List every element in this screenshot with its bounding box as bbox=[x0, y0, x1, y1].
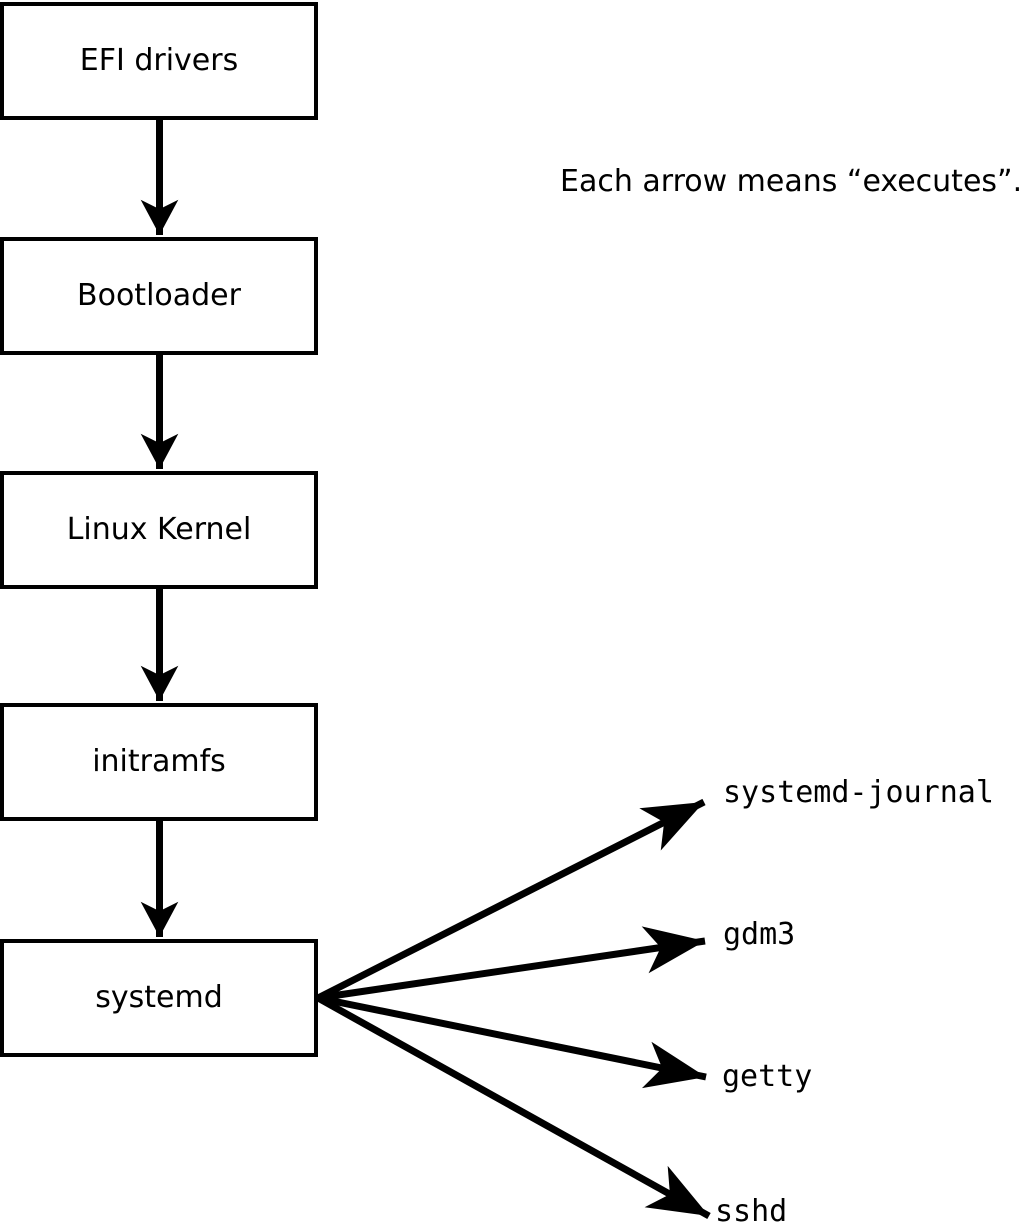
label-systemd-journal: systemd-journal bbox=[723, 775, 994, 810]
node-linux-kernel: Linux Kernel bbox=[0, 471, 318, 589]
annotation-arrow-meaning: Each arrow means “executes”. bbox=[560, 164, 1023, 199]
node-bootloader: Bootloader bbox=[0, 237, 318, 355]
node-systemd: systemd bbox=[0, 939, 318, 1057]
node-systemd-label: systemd bbox=[95, 980, 223, 1015]
arrow-systemd-to-sshd bbox=[316, 994, 711, 1220]
arrow-systemd-to-gdm3 bbox=[317, 926, 706, 1002]
label-sshd: sshd bbox=[715, 1194, 788, 1229]
node-bootloader-label: Bootloader bbox=[77, 278, 241, 313]
arrow-systemd-to-getty bbox=[317, 994, 707, 1089]
node-initramfs: initramfs bbox=[0, 703, 318, 821]
node-initramfs-label: initramfs bbox=[92, 744, 226, 779]
label-gdm3: gdm3 bbox=[723, 917, 796, 952]
node-efi-drivers: EFI drivers bbox=[0, 2, 318, 120]
node-efi-drivers-label: EFI drivers bbox=[79, 43, 239, 78]
arrow-systemd-to-systemd-journal bbox=[316, 798, 706, 1002]
node-linux-kernel-label: Linux Kernel bbox=[66, 512, 252, 547]
label-getty: getty bbox=[722, 1059, 813, 1094]
